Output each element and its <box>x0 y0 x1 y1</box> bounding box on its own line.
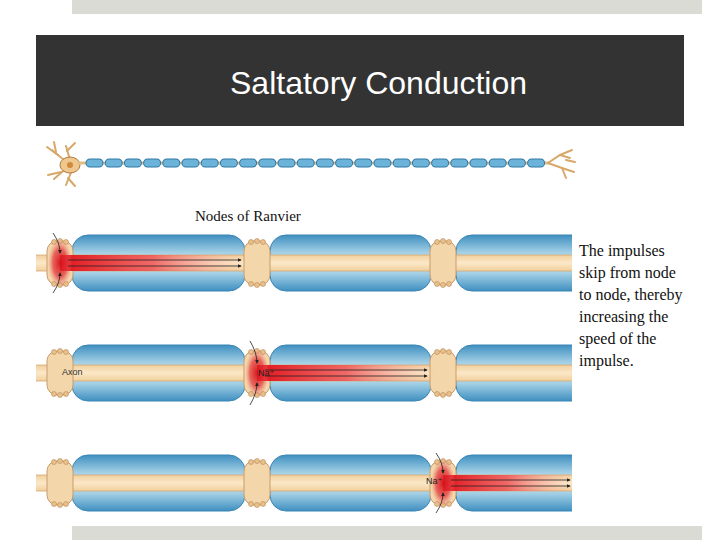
current-arrow <box>265 370 427 371</box>
impulse-overlay <box>48 233 245 293</box>
ion-label: Na⁺ <box>258 368 288 378</box>
ion-arrow <box>53 273 60 293</box>
myelin-segments <box>90 160 546 167</box>
slide-title: Saltatory Conduction <box>230 67 670 99</box>
axon <box>78 162 550 165</box>
ion-label: Na⁺ <box>426 476 456 486</box>
ion-arrow <box>53 233 60 253</box>
impulse-overlay <box>245 341 435 405</box>
axon-label: Axon <box>62 367 102 377</box>
impulse-overlay <box>431 453 572 513</box>
cell-body <box>60 157 80 173</box>
nucleus <box>67 162 73 168</box>
explanation-text: The impulses skip from node to node, the… <box>579 240 691 372</box>
depolarization <box>257 365 435 381</box>
axon-terminal <box>548 150 575 178</box>
nodes-label: Nodes of Ranvier <box>195 209 395 224</box>
title-band <box>36 35 684 126</box>
current-arrow <box>68 266 241 267</box>
axon-panel <box>36 235 636 291</box>
ion-arrow <box>250 341 257 363</box>
ion-arrow <box>250 383 257 405</box>
axon-panel <box>36 345 636 401</box>
ion-arrow <box>436 493 443 513</box>
depolarization <box>60 255 245 271</box>
bottom-bar <box>72 526 702 540</box>
current-arrow <box>68 260 241 261</box>
current-arrow <box>451 480 570 481</box>
top-bar <box>72 0 702 14</box>
axon-panel <box>36 455 636 511</box>
current-arrow <box>265 376 427 377</box>
myelin-outline <box>90 159 546 168</box>
ion-arrow <box>436 453 443 473</box>
current-arrow <box>451 486 570 487</box>
depolarization <box>443 475 572 491</box>
active-node <box>48 239 72 287</box>
neuron <box>47 142 575 186</box>
